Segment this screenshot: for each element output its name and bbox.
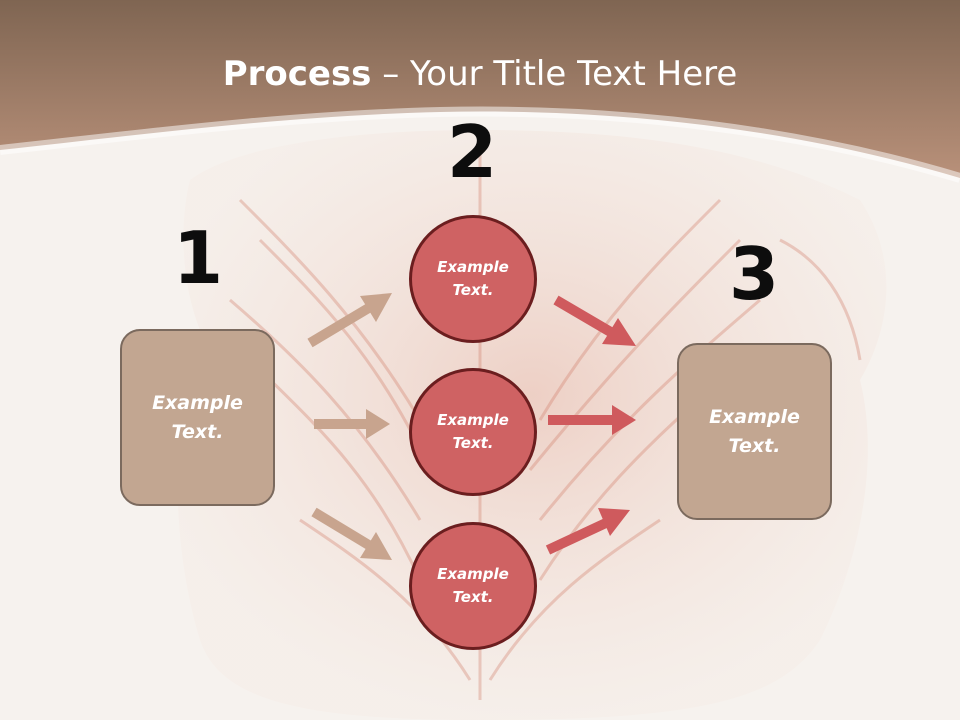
circle-middle[interactable]: Example Text. [409, 368, 537, 496]
step-3-box[interactable]: Example Text. [677, 343, 832, 520]
circle-middle-text: Example Text. [437, 411, 509, 452]
arrow-left-middle [314, 409, 390, 439]
arrow-left-down [311, 507, 392, 560]
slide-title: Process – Your Title Text Here [0, 52, 960, 96]
step-3-text: Example Text. [709, 405, 800, 457]
step-number-2: 2 [446, 110, 498, 194]
arrow-left-up [307, 293, 392, 348]
circle-top-text: Example Text. [437, 258, 509, 299]
circle-top[interactable]: Example Text. [409, 215, 537, 343]
arrow-right-middle [548, 405, 636, 435]
circle-bottom-text: Example Text. [437, 565, 509, 606]
step-number-3: 3 [728, 232, 780, 316]
step-1-text: Example Text. [152, 391, 243, 443]
step-number-1: 1 [172, 216, 224, 300]
circle-bottom[interactable]: Example Text. [409, 522, 537, 650]
arrow-right-up [545, 508, 630, 555]
title-rest: – Your Title Text Here [371, 54, 738, 94]
step-1-box[interactable]: Example Text. [120, 329, 275, 506]
arrow-right-down [553, 295, 636, 346]
title-bold: Process [222, 54, 372, 94]
